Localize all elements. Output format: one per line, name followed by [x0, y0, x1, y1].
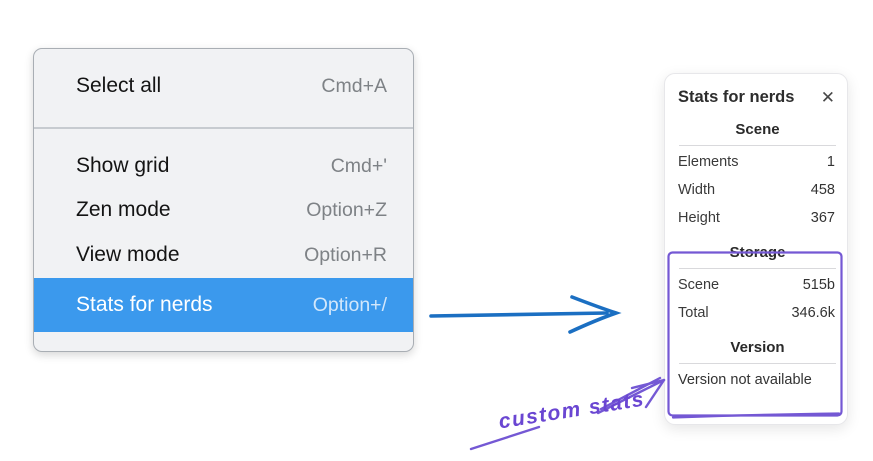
- menu-item-shortcut: Cmd+': [330, 154, 387, 177]
- menu-item-shortcut: Cmd+A: [321, 74, 387, 97]
- menu-item-select-all[interactable]: Select all Cmd+A: [34, 62, 413, 110]
- stat-row-total-size: Total 346.6k: [678, 299, 837, 327]
- context-menu: Select all Cmd+A Show grid Cmd+' Zen mod…: [33, 48, 414, 352]
- menu-item-label: Select all: [76, 74, 162, 97]
- menu-item-label: Zen mode: [76, 198, 171, 221]
- stat-value: 1: [826, 154, 835, 170]
- close-icon[interactable]: ✕: [820, 87, 835, 107]
- menu-item-show-grid[interactable]: Show grid Cmd+': [34, 144, 413, 188]
- menu-item-shortcut: Option+/: [312, 293, 387, 316]
- stat-label: Width: [678, 182, 716, 198]
- section-heading: Version: [730, 339, 785, 356]
- menu-divider: [34, 127, 413, 129]
- stat-value: 346.6k: [791, 305, 835, 321]
- menu-item-shortcut: Option+R: [304, 243, 387, 266]
- stat-row-width: Width 458: [678, 176, 837, 204]
- stat-label: Elements: [678, 154, 739, 170]
- stats-panel-title: Stats for nerds: [678, 88, 795, 106]
- stat-row-scene-size: Scene 515b: [678, 271, 837, 299]
- menu-item-stats-for-nerds[interactable]: Stats for nerds Option+/: [34, 278, 413, 332]
- section-heading: Scene: [735, 121, 780, 138]
- stat-row-height: Height 367: [678, 204, 837, 232]
- stat-label: Total: [678, 305, 709, 321]
- stats-section-version: Version Version not available: [678, 337, 837, 394]
- section-rule: [679, 145, 836, 146]
- menu-group-bottom: Show grid Cmd+' Zen mode Option+Z View m…: [34, 129, 413, 349]
- section-rule: [679, 363, 836, 364]
- stat-value: 515b: [802, 277, 835, 293]
- stats-panel-header: Stats for nerds ✕: [678, 86, 837, 108]
- menu-item-label: Stats for nerds: [76, 293, 213, 316]
- stat-value: 367: [810, 210, 835, 226]
- section-rule: [679, 268, 836, 269]
- menu-item-shortcut: Option+Z: [306, 198, 387, 221]
- stat-value: 458: [810, 182, 835, 198]
- stat-row-elements: Elements 1: [678, 148, 837, 176]
- stats-panel: Stats for nerds ✕ Scene Elements 1 Width…: [664, 73, 848, 425]
- pointer-arrow: [429, 295, 622, 334]
- stats-section-storage: Storage Scene 515b Total 346.6k: [678, 242, 837, 327]
- menu-item-view-mode[interactable]: View mode Option+R: [34, 232, 413, 278]
- section-heading: Storage: [729, 244, 786, 261]
- annotation-label: custom stats: [497, 387, 647, 434]
- stat-label: Height: [678, 210, 720, 226]
- menu-item-label: View mode: [76, 243, 180, 266]
- stat-label: Scene: [678, 277, 720, 293]
- version-note: Version not available: [678, 372, 812, 388]
- menu-group-top: Select all Cmd+A: [34, 49, 413, 127]
- stats-section-scene: Scene Elements 1 Width 458 Height 367: [678, 119, 837, 232]
- menu-item-zen-mode[interactable]: Zen mode Option+Z: [34, 188, 413, 232]
- menu-item-label: Show grid: [76, 154, 170, 177]
